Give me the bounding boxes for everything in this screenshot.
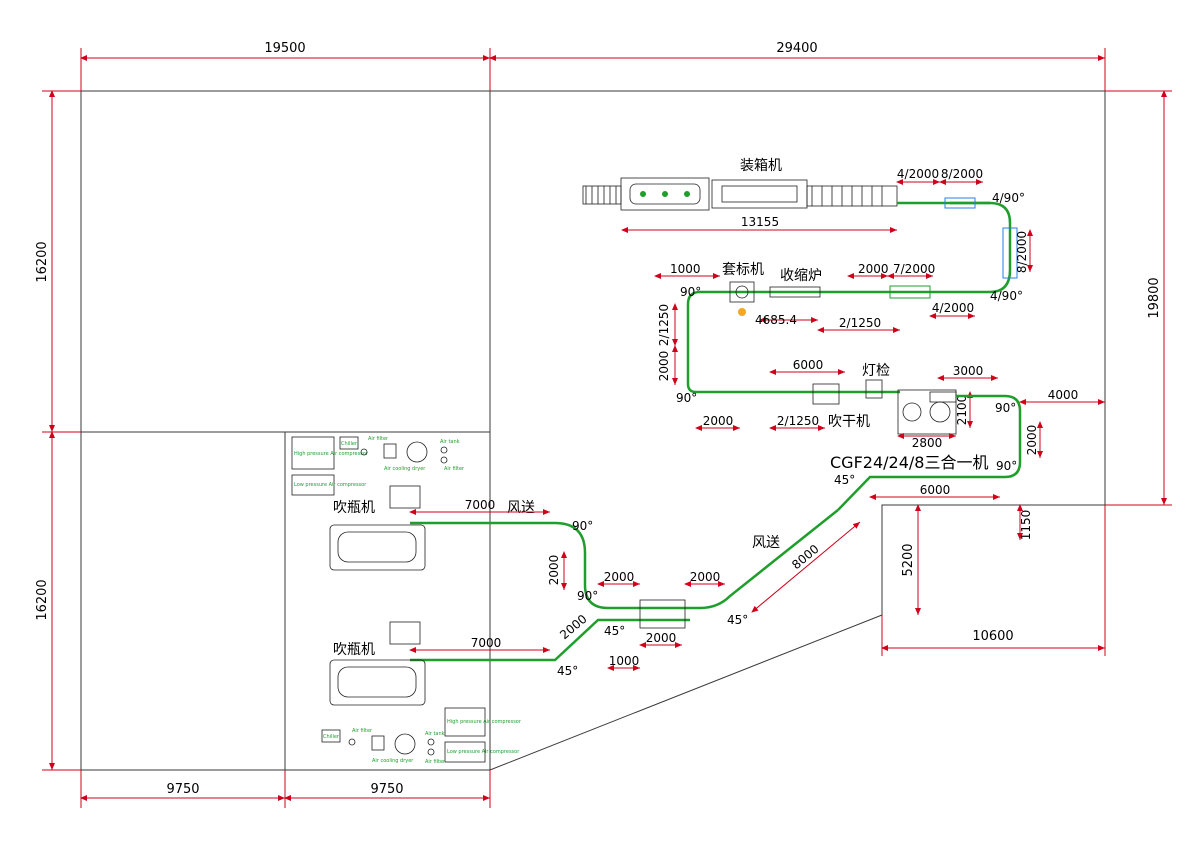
dim-10600: 10600	[972, 629, 1013, 644]
dim-2000-v: 2000	[547, 555, 561, 586]
dim-90-b2: 90°	[577, 589, 598, 603]
dim-45-a: 45°	[834, 473, 855, 487]
label-light-inspect: 灯检	[862, 363, 890, 379]
air-tank-1: Air tank	[440, 439, 460, 445]
dim-2000-bot: 2000	[703, 414, 734, 428]
hp-comp-2: High pressure Air compressor	[447, 719, 522, 725]
label-blower-top: 吹瓶机	[333, 500, 375, 516]
dim-top-left: 19500	[264, 41, 305, 56]
dim-90-r1: 90°	[995, 401, 1016, 415]
dim-4-2000-a: 4/2000	[897, 167, 939, 181]
dryer-2: Air cooling dryer	[372, 758, 414, 764]
dim-left-upper: 16200	[35, 241, 50, 282]
air-equipment-bottom: High pressure Air compressor Low pressur…	[321, 707, 522, 765]
air-filter-2: Air filter	[352, 728, 373, 734]
dim-5200: 5200	[901, 543, 916, 576]
dryer-1: Air cooling dryer	[384, 466, 426, 472]
chiller-2: Chiller	[323, 734, 340, 740]
dim-7-2000: 7/2000	[893, 262, 935, 276]
dim-7000-top: 7000	[465, 498, 496, 512]
dim-2800: 2800	[912, 436, 943, 450]
lp-comp-2: Low pressure Air compressor	[447, 749, 520, 755]
dim-6000-dryer: 6000	[793, 358, 824, 372]
dim-90-r2: 90°	[996, 459, 1017, 473]
dim-2-1250-top: 2/1250	[839, 316, 881, 330]
dim-45-c: 45°	[604, 624, 625, 638]
label-air-1: 风送	[507, 500, 535, 516]
blower-bottom: 吹瓶机	[329, 621, 426, 706]
dim-2-1250-left: 2/1250	[657, 304, 671, 346]
dim-2000-top: 2000	[858, 262, 889, 276]
dim-4-2000-b: 4/2000	[932, 301, 974, 315]
label-shrink: 收缩炉	[780, 268, 822, 284]
dim-6000-filler: 6000	[920, 483, 951, 497]
dim-4-90-b: 4/90°	[990, 289, 1023, 303]
dim-90-left: 90°	[676, 391, 697, 405]
dim-45-b: 45°	[727, 613, 748, 627]
label-filler: CGF24/24/8三合一机	[830, 453, 988, 472]
air-filter-1b: Air filter	[444, 466, 465, 472]
dim-90-labeler: 90°	[680, 285, 701, 299]
air-equipment-top: High pressure Air compressor Low pressur…	[291, 436, 465, 496]
dim-4685: 4685.4	[755, 313, 797, 327]
labeler-line: 套标机 收缩炉 1000 90° 4685.4 2000 7/2000 2/12…	[654, 262, 940, 405]
packer-line: 装箱机 13155 4/2000 8/2000 4/90°	[582, 158, 1025, 233]
filler-area: 灯检 吹干机 6000 2000 2/1250 2800 2100 3000 4…	[695, 358, 1106, 656]
dim-packer-len: 13155	[741, 215, 779, 229]
dim-8-2000-b: 8/2000	[1015, 231, 1029, 273]
blower-top: 吹瓶机	[329, 485, 426, 571]
air-filter-2b: Air filter	[425, 759, 446, 765]
label-dryer: 吹干机	[828, 414, 870, 430]
dim-left-lower: 16200	[35, 579, 50, 620]
air-filter-1: Air filter	[368, 436, 389, 442]
dim-1150: 1150	[1019, 510, 1033, 541]
dim-top-right: 29400	[776, 41, 817, 56]
dim-2000-m2: 2000	[690, 570, 721, 584]
dim-bottom-mid: 9750	[370, 782, 403, 797]
label-labeler: 套标机	[722, 262, 764, 278]
dim-7000-bot: 7000	[471, 636, 502, 650]
dim-2000-left: 2000	[657, 351, 671, 382]
chiller-1: Chiller	[341, 441, 358, 447]
lp-comp-1: Low pressure Air compressor	[294, 482, 367, 488]
label-air-2: 风送	[752, 535, 780, 551]
dim-right-total: 19800	[1147, 277, 1162, 318]
dim-4-90-a: 4/90°	[992, 191, 1025, 205]
dim-2100: 2100	[955, 395, 969, 426]
air-conveyors: 风送 风送 7000 90° 2000 90° 2000 2000 8000 4…	[409, 498, 861, 678]
dim-bottom-left: 9750	[166, 782, 199, 797]
dim-2-1250-bot: 2/1250	[777, 414, 819, 428]
air-tank-2: Air tank	[425, 731, 445, 737]
dim-3000: 3000	[953, 364, 984, 378]
dim-1000-bot: 1000	[609, 654, 640, 668]
dim-45-d: 45°	[557, 664, 578, 678]
label-packer: 装箱机	[740, 158, 782, 174]
dim-2000-m1: 2000	[604, 570, 635, 584]
outer-dimensions: 19500 29400 16200 16200 19800 9750 9750	[35, 41, 1172, 808]
dim-1000-left: 1000	[670, 262, 701, 276]
dim-4000: 4000	[1048, 388, 1079, 402]
top-right-loop: 8/2000 4/90° 4/2000	[929, 197, 1033, 319]
dim-2000-r: 2000	[1025, 425, 1039, 456]
dim-90-blower: 90°	[572, 519, 593, 533]
dim-2000-m3: 2000	[646, 631, 677, 645]
label-blower-bottom: 吹瓶机	[333, 642, 375, 658]
dim-8-2000-a: 8/2000	[941, 167, 983, 181]
building-walls	[80, 90, 1106, 771]
dim-2000-diag: 2000	[557, 612, 589, 642]
hp-comp-1: High pressure Air compressor	[294, 451, 369, 457]
